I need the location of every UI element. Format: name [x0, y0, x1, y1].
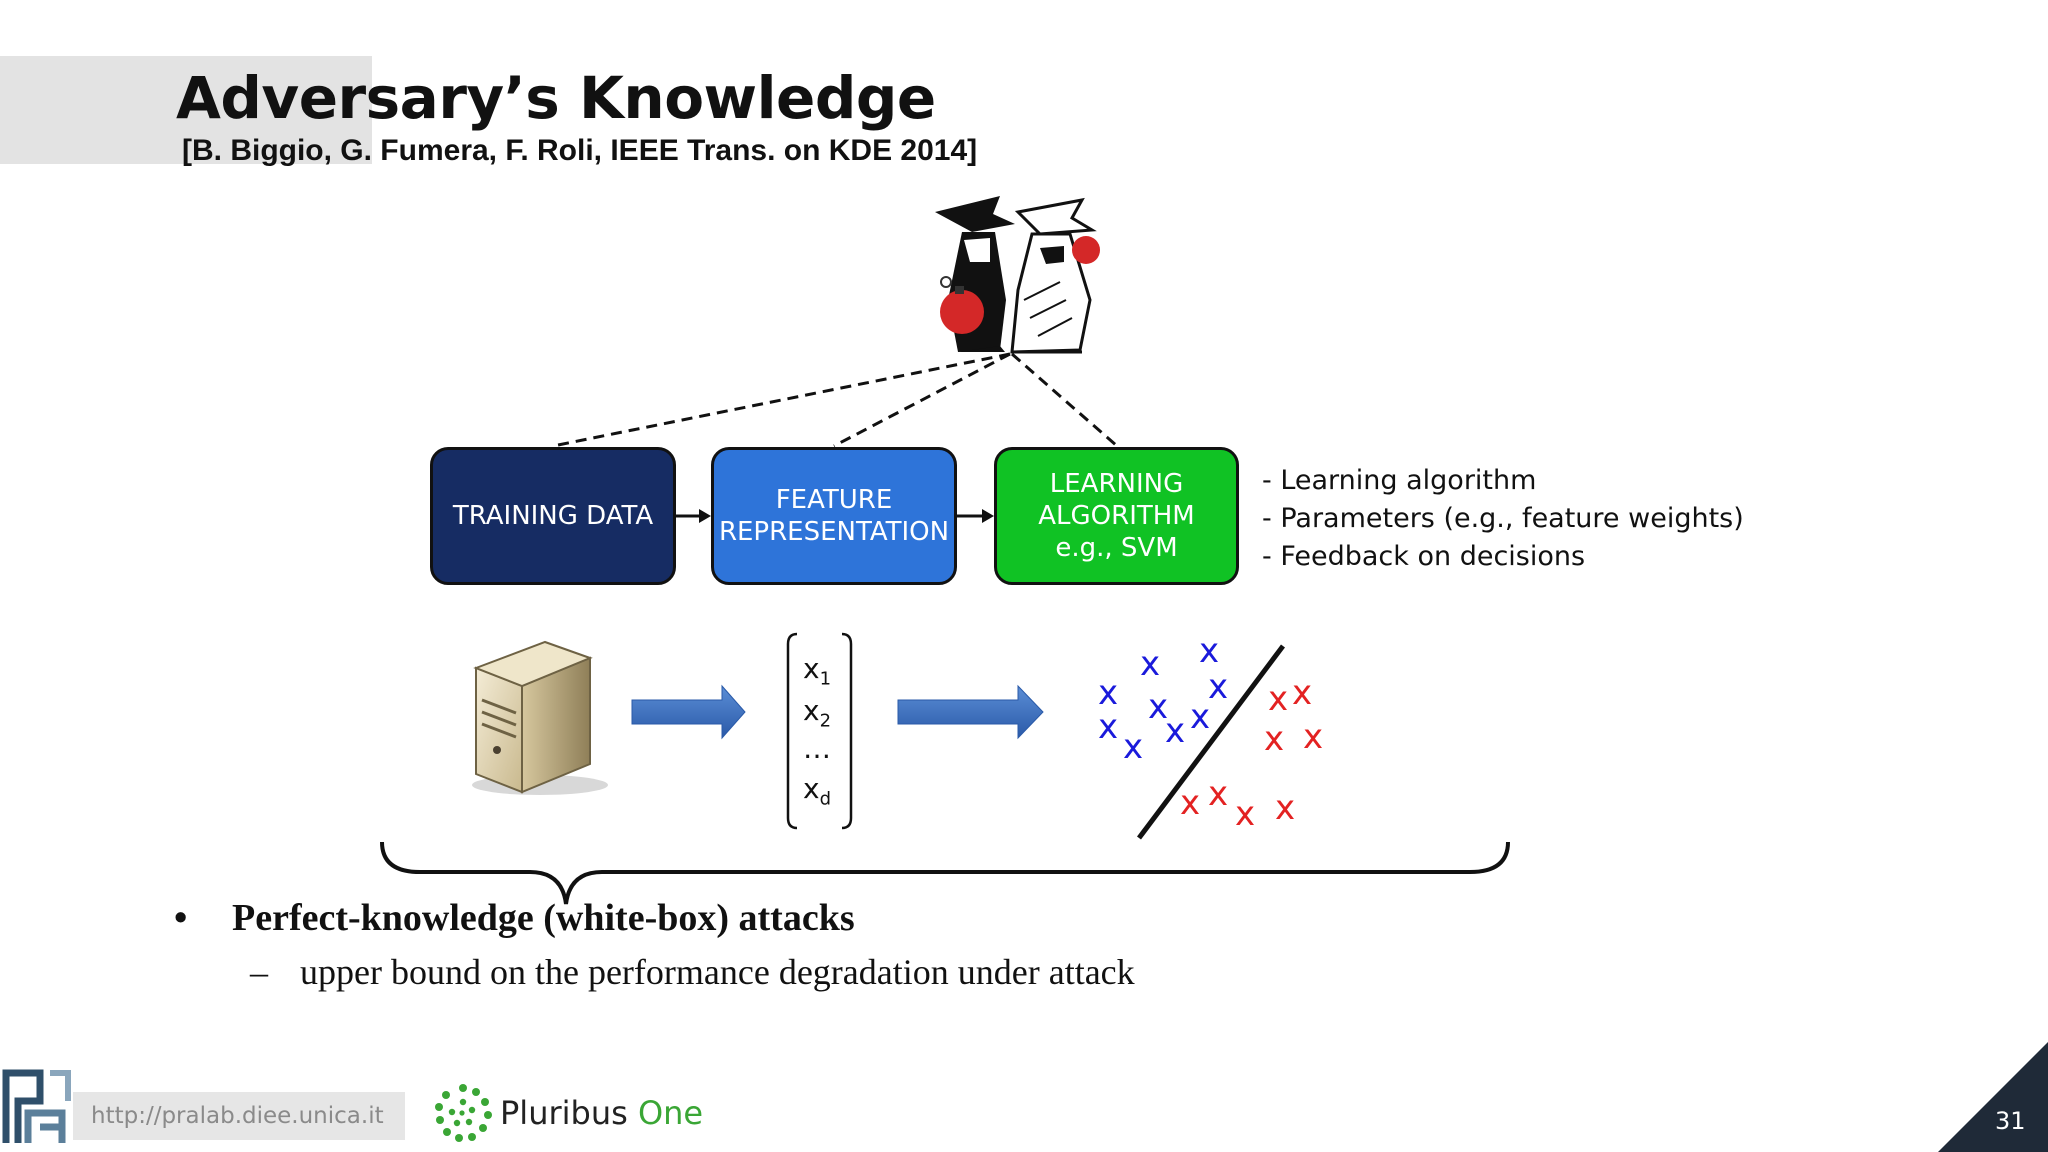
knowledge-list: - Learning algorithm - Parameters (e.g.,… — [1262, 462, 1744, 576]
bullet-main-text: Perfect-knowledge (white-box) attacks — [232, 897, 855, 939]
citation: [B. Biggio, G. Fumera, F. Roli, IEEE Tra… — [182, 134, 978, 167]
red-sample-marker: x — [1268, 679, 1288, 719]
vector-entry: xd — [803, 772, 832, 810]
training-data-box: TRAINING DATA — [430, 447, 676, 585]
red-sample-marker: x — [1275, 788, 1295, 828]
knowledge-item: - Feedback on decisions — [1262, 541, 1586, 572]
vector-entry: x2 — [803, 694, 832, 732]
blue-sample-marker: x — [1148, 687, 1168, 727]
blue-sample-marker: x — [1123, 727, 1143, 767]
box-label-line: LEARNING — [1049, 469, 1184, 499]
pipeline-arrows — [676, 509, 994, 523]
bullet-sub-marker: – — [250, 952, 268, 992]
page-number: 31 — [1995, 1107, 2026, 1135]
blue-sample-marker: x — [1098, 673, 1118, 713]
box-label-line: TRAINING DATA — [452, 501, 654, 531]
box-label-line: FEATURE — [775, 485, 893, 515]
blue-sample-marker: x — [1208, 667, 1228, 707]
box-label-line: e.g., SVM — [1055, 533, 1178, 563]
pluribus-one-logo — [435, 1084, 492, 1142]
knowledge-item: - Parameters (e.g., feature weights) — [1262, 503, 1744, 534]
footer-url[interactable]: http://pralab.diee.unica.it — [73, 1092, 405, 1140]
bullet-marker: • — [174, 897, 188, 939]
pralab-logo — [0, 1069, 72, 1145]
red-sample-marker: x — [1180, 783, 1200, 823]
spy-icon — [935, 196, 1100, 354]
red-sample-marker: x — [1292, 673, 1312, 713]
vector-brackets — [786, 632, 853, 830]
training-data-label: TRAINING DATA — [453, 500, 653, 532]
slide-title: Adversary’s Knowledge — [176, 64, 936, 132]
corner-triangle — [1938, 1042, 2048, 1152]
server-icon — [472, 640, 608, 795]
title-band — [0, 56, 372, 164]
vector-entry: x1 — [803, 652, 832, 690]
red-sample-marker: x — [1235, 794, 1255, 834]
vector-entry: … — [803, 732, 831, 765]
feature-vector: x1 x2 … xd — [786, 632, 852, 828]
decision-boundary — [1137, 644, 1285, 840]
blue-sample-marker: x — [1165, 711, 1185, 751]
knowledge-lines — [552, 352, 1118, 448]
pluribus-one-name: Pluribus One — [500, 1094, 704, 1132]
knowledge-item: - Learning algorithm — [1262, 465, 1537, 496]
red-sample-marker: x — [1303, 717, 1323, 757]
grouping-brace — [380, 841, 1510, 905]
box-label-line: ALGORITHM — [1038, 501, 1195, 531]
red-sample-marker: x — [1208, 774, 1228, 814]
blue-sample-marker: x — [1199, 631, 1219, 671]
red-sample-marker: x — [1264, 719, 1284, 759]
box-label-line: REPRESENTATION — [718, 517, 950, 547]
bullet-sub-text: upper bound on the performance degradati… — [300, 952, 1135, 992]
blue-sample-marker: x — [1190, 697, 1210, 737]
bullet-main: • Perfect-knowledge (white-box) attacks — [174, 896, 855, 940]
flow-arrow-1 — [631, 684, 746, 740]
blue-sample-marker: x — [1098, 707, 1118, 747]
blue-sample-marker: x — [1140, 644, 1160, 684]
flow-arrow-2 — [897, 684, 1044, 740]
bullet-sub: –upper bound on the performance degradat… — [250, 951, 1135, 993]
